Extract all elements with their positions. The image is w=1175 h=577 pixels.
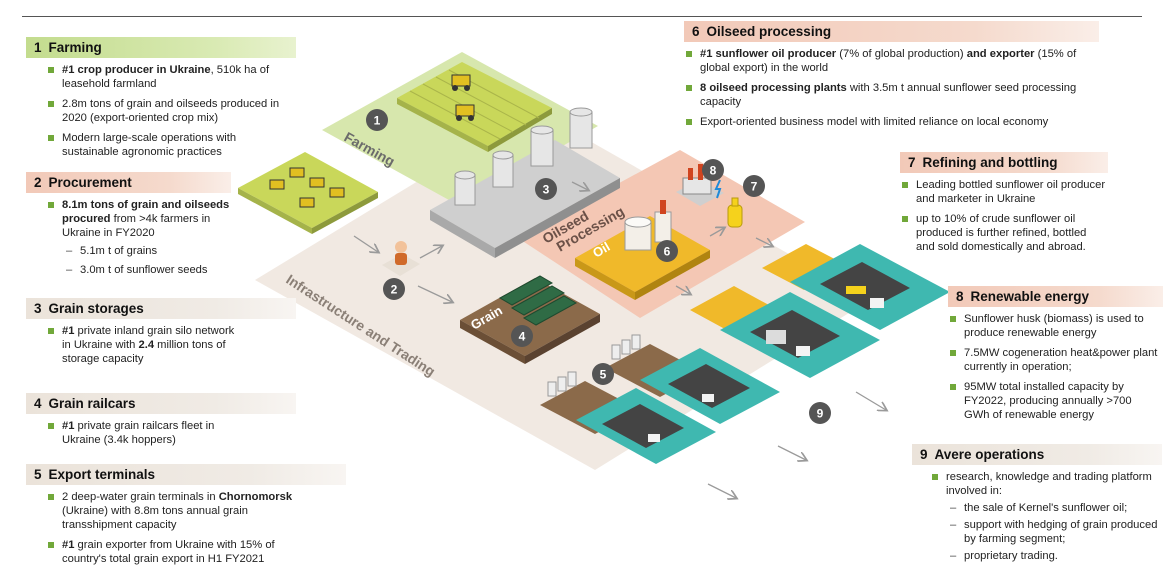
marker-9: 9 <box>809 402 831 424</box>
farm-field-small <box>238 152 378 234</box>
oil-terminal-lower <box>690 286 880 378</box>
list-item: #1 crop producer in Ukraine, 510k ha of … <box>46 63 294 91</box>
list-item: 7.5MW cogeneration heat&power plant curr… <box>948 346 1158 374</box>
svg-text:1: 1 <box>374 114 381 128</box>
oil-bottle-icon <box>727 197 743 228</box>
list-item: 8.1m tons of grain and oilseeds procured… <box>46 198 231 277</box>
svg-text:6: 6 <box>664 245 671 259</box>
sub-item: 5.1m t of grains <box>62 244 231 258</box>
marker-4: 4 <box>511 325 533 347</box>
list-item: Export-oriented business model with limi… <box>684 115 1094 129</box>
list-item: #1 sunflower oil producer (7% of global … <box>684 47 1094 75</box>
grain-railcars <box>460 275 600 364</box>
list-item: 2 deep-water grain terminals in Chornomo… <box>46 490 308 532</box>
sub-item: support with hedging of grain produced b… <box>946 518 1162 546</box>
top-divider <box>22 16 1142 17</box>
farmer-icon <box>382 241 420 276</box>
marker-1: 1 <box>366 109 388 131</box>
list-item: 8 oilseed processing plants with 3.5m t … <box>684 81 1094 109</box>
list-item: Leading bottled sunflower oil producer a… <box>900 178 1108 206</box>
sub-item: proprietary trading. <box>946 549 1162 563</box>
svg-text:8: 8 <box>710 164 717 178</box>
list-item: Modern large-scale operations with susta… <box>46 131 294 159</box>
grain-silos <box>430 107 620 258</box>
marker-2: 2 <box>383 278 405 300</box>
marker-8: 8 <box>702 159 724 181</box>
marker-5: 5 <box>592 363 614 385</box>
marker-7: 7 <box>743 175 765 197</box>
grain-terminal-upper <box>605 334 780 424</box>
svg-text:3: 3 <box>543 183 550 197</box>
list-item: #1 private grain railcars fleet in Ukrai… <box>46 419 246 447</box>
marker-3: 3 <box>535 178 557 200</box>
tractor-icon <box>451 74 475 121</box>
sub-item: 3.0m t of sunflower seeds <box>62 263 231 277</box>
list-item: #1 grain exporter from Ukraine with 15% … <box>46 538 308 566</box>
oil-terminal-upper <box>762 244 950 330</box>
grain-terminal-lower <box>540 371 716 464</box>
list-item: 2.8m tons of grain and oilseeds produced… <box>46 97 294 125</box>
oil-plant <box>575 200 710 300</box>
svg-text:5: 5 <box>600 368 607 382</box>
list-item: Sunflower husk (biomass) is used to prod… <box>948 312 1158 340</box>
svg-text:7: 7 <box>751 180 758 194</box>
svg-text:2: 2 <box>391 283 398 297</box>
farm-field-large <box>397 62 552 152</box>
list-item: 95MW total installed capacity by FY2022,… <box>948 380 1158 422</box>
list-item: up to 10% of crude sunflower oil produce… <box>900 212 1108 254</box>
flow-arrows <box>353 181 886 498</box>
power-plant <box>676 164 724 206</box>
svg-text:9: 9 <box>817 407 824 421</box>
list-item: research, knowledge and trading platform… <box>930 470 1162 563</box>
sub-item: the sale of Kernel's sunflower oil; <box>946 501 1162 515</box>
svg-text:4: 4 <box>519 330 526 344</box>
marker-6: 6 <box>656 240 678 262</box>
list-item: #1 private inland grain silo network in … <box>46 324 246 366</box>
